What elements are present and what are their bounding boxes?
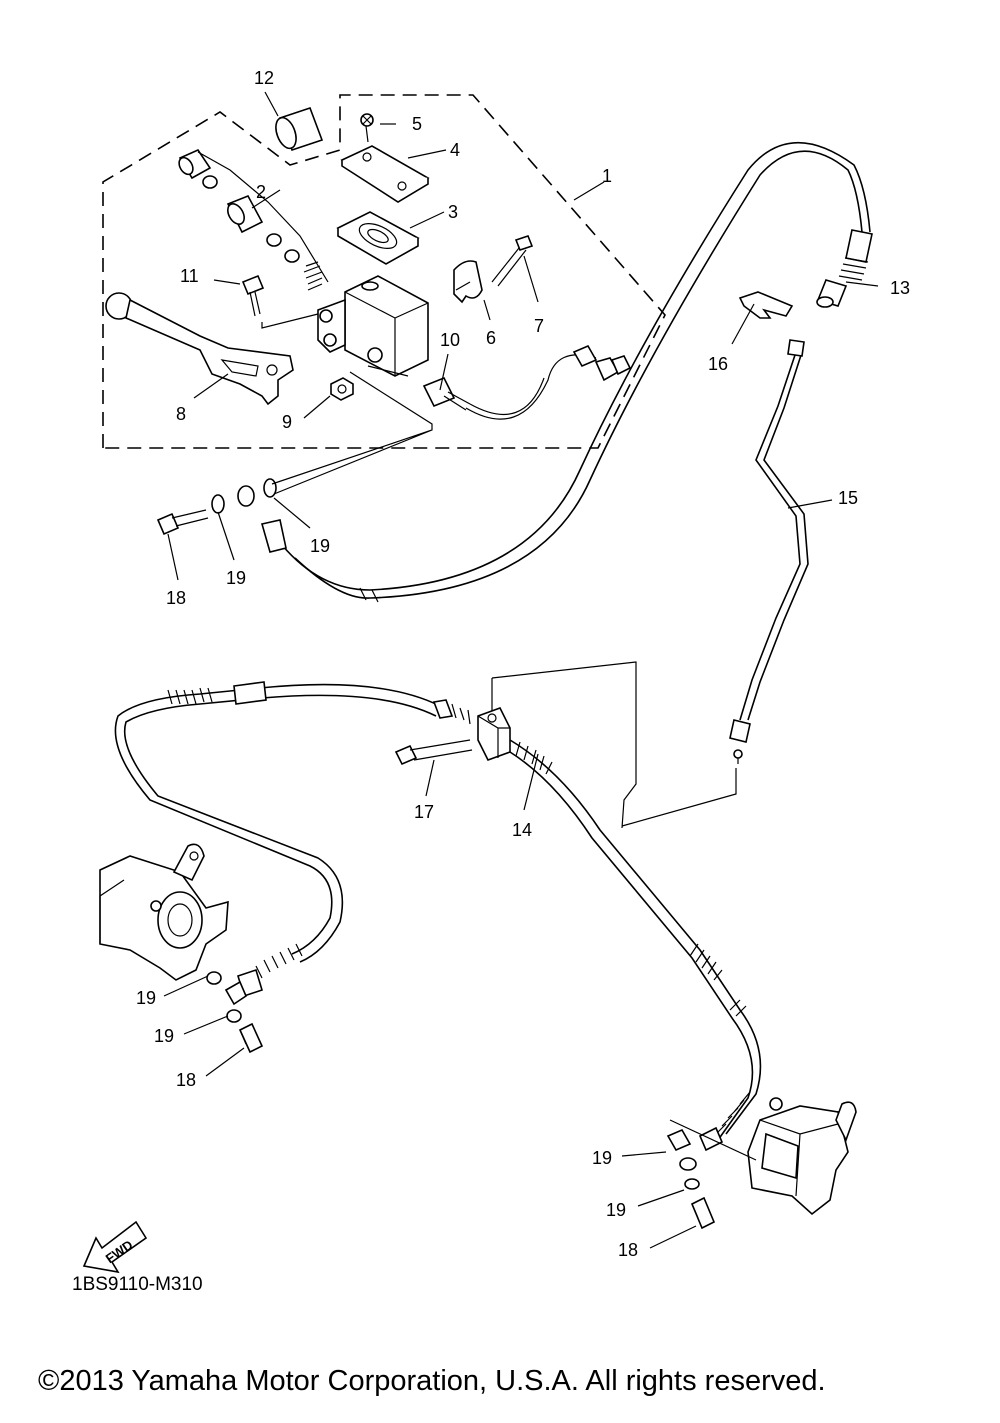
callout-2: 2 — [256, 182, 266, 202]
callout-1: 1 — [602, 166, 612, 186]
part-2-piston-kit — [178, 148, 329, 291]
part-9-nut — [330, 377, 354, 401]
callout-19-top-a: 19 — [226, 568, 246, 588]
callout-14: 14 — [512, 820, 532, 840]
part-14-hose — [114, 681, 762, 1152]
part-16-clip — [738, 291, 794, 319]
callout-17: 17 — [414, 802, 434, 822]
part-12-cap — [275, 106, 324, 152]
callout-12: 12 — [254, 68, 274, 88]
callout-9: 9 — [282, 412, 292, 432]
upper-washers-bolt — [156, 371, 433, 536]
fwd-arrow-icon: FWD — [82, 1220, 148, 1274]
part-13-fitting — [816, 229, 873, 308]
callout-4: 4 — [450, 140, 460, 160]
callout-labels: 1 2 3 4 5 6 7 8 9 10 11 12 13 14 15 16 1… — [136, 68, 910, 1260]
callout-19-right-a: 19 — [592, 1148, 612, 1168]
part-7-bolt — [491, 235, 534, 287]
right-washers-bolts — [666, 1119, 757, 1230]
part-6-clamp — [453, 260, 483, 304]
callout-18-right: 18 — [618, 1240, 638, 1260]
upper-hose — [260, 141, 871, 603]
pipe-connection-outline — [491, 661, 637, 829]
callout-19-left-a: 19 — [136, 988, 156, 1008]
callout-15: 15 — [838, 488, 858, 508]
assembly-boundary — [102, 94, 666, 449]
part-15-pipe — [729, 339, 809, 764]
pipe-connection-lower — [621, 768, 737, 827]
callout-10: 10 — [440, 330, 460, 350]
callout-8: 8 — [176, 404, 186, 424]
callout-13: 13 — [890, 278, 910, 298]
callout-18-top: 18 — [166, 588, 186, 608]
copyright-notice: ©2013 Yamaha Motor Corporation, U.S.A. A… — [38, 1365, 826, 1397]
callout-19-right-b: 19 — [606, 1200, 626, 1220]
left-washers-bolts — [206, 971, 264, 1054]
caliper-right — [747, 1097, 857, 1216]
callout-5: 5 — [412, 114, 422, 134]
part-8-lever — [105, 292, 294, 406]
master-cylinder-body — [317, 275, 429, 377]
part-5-screw — [360, 113, 374, 143]
part-10-switch — [367, 344, 632, 420]
diagram-code: 1BS9110-M310 — [72, 1274, 203, 1295]
part-4-cover — [340, 145, 430, 203]
callout-16: 16 — [708, 354, 728, 374]
callout-7: 7 — [534, 316, 544, 336]
part-3-diaphragm — [336, 211, 420, 265]
leader-lines — [163, 91, 879, 1249]
callout-18-left: 18 — [176, 1070, 196, 1090]
caliper-left — [99, 843, 229, 981]
part-11-bolt — [241, 274, 319, 329]
callout-3: 3 — [448, 202, 458, 222]
callout-6: 6 — [486, 328, 496, 348]
callout-11: 11 — [180, 266, 199, 286]
callout-19-top-b: 19 — [310, 536, 330, 556]
part-17-bolt — [394, 739, 473, 766]
callout-19-left-b: 19 — [154, 1026, 174, 1046]
